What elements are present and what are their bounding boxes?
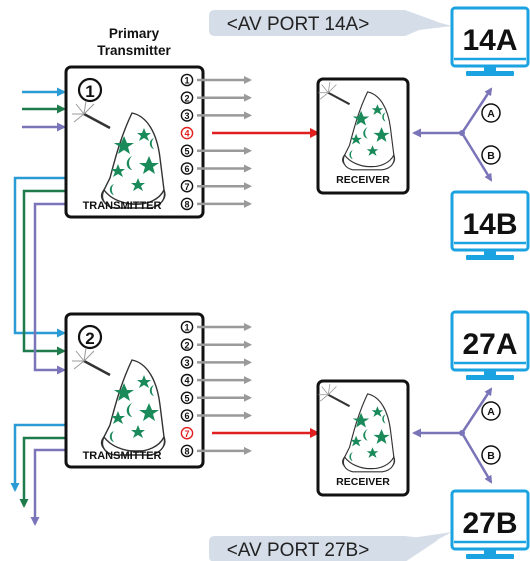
callout-bottom-text: <AV PORT 27B> [227,540,370,561]
transmitter-2-port-6-label: 6 [184,411,189,421]
splitter-1 [414,89,491,180]
inputs-tx1 [22,92,64,127]
loop-out-lines [15,425,68,524]
splitter-2-b: B [482,446,500,464]
monitor-14a[interactable]: 14A [452,8,528,76]
transmitter-1-port-1-label: 1 [184,76,189,86]
splitter-2 [414,389,491,482]
receiver-2[interactable]: RECEIVER [318,381,408,495]
transmitter-1-port-5-label: 5 [184,146,189,156]
monitor-14b[interactable]: 14B [452,192,528,260]
splitter-2-label-b: B [487,450,495,462]
transmitter-2-port-5-label: 5 [184,393,189,403]
transmitter-2-port-4-label: 4 [184,376,189,386]
transmitter-2[interactable]: 2 TRANSMITTER 1 2 3 4 5 6 7 8 [66,314,250,467]
transmitter-1-port-7-label: 7 [184,182,189,192]
callout-bottom: <AV PORT 27B> [209,532,452,561]
transmitter-1-port-2-label: 2 [184,93,189,103]
monitor-14b-label: 14B [462,208,517,241]
primary-label-line1: Primary [109,26,160,41]
splitter-1-a: A [482,104,500,122]
transmitter-2-port-7-label: 7 [184,429,189,439]
splitter-1-label-b: B [487,150,495,162]
monitor-27b-label: 27B [462,507,517,540]
monitor-14a-label: 14A [462,24,517,57]
transmitter-1-port-4-label: 4 [184,129,189,139]
receiver-1-label: RECEIVER [336,174,390,186]
monitor-27a-label: 27A [462,328,517,361]
transmitter-1-number: 1 [85,82,94,101]
splitter-1-node [459,130,465,136]
callout-top: <AV PORT 14A> [209,10,452,36]
transmitter-1-port-3-label: 3 [184,111,189,121]
receiver-1[interactable]: RECEIVER [318,79,408,193]
transmitter-2-port-3-label: 3 [184,358,189,368]
transmitter-1-port-8-label: 8 [184,200,189,210]
transmitter-2-label: TRANSMITTER [83,450,162,462]
callout-top-text: <AV PORT 14A> [227,14,370,35]
transmitter-2-port-2-label: 2 [184,340,189,350]
splitter-2-label-a: A [487,406,495,418]
transmitter-2-port-1-label: 1 [184,323,189,333]
receiver-2-label: RECEIVER [336,476,390,488]
monitor-27b[interactable]: 27B [452,491,528,559]
splitter-2-node [459,430,465,436]
monitor-27a[interactable]: 27A [452,312,528,380]
transmitter-1-label: TRANSMITTER [83,200,162,212]
splitter-1-label-a: A [487,108,495,120]
transmitter-1[interactable]: 1 TRANSMITTER 1 2 3 4 5 6 7 8 [66,67,250,217]
transmitter-1-port-6-label: 6 [184,164,189,174]
transmitter-2-port-8-label: 8 [184,447,189,457]
primary-label-line2: Transmitter [97,43,171,58]
transmitter-2-number: 2 [85,329,94,348]
splitter-1-b: B [482,146,500,164]
splitter-2-a: A [482,402,500,420]
loop-through-lines [15,178,68,370]
